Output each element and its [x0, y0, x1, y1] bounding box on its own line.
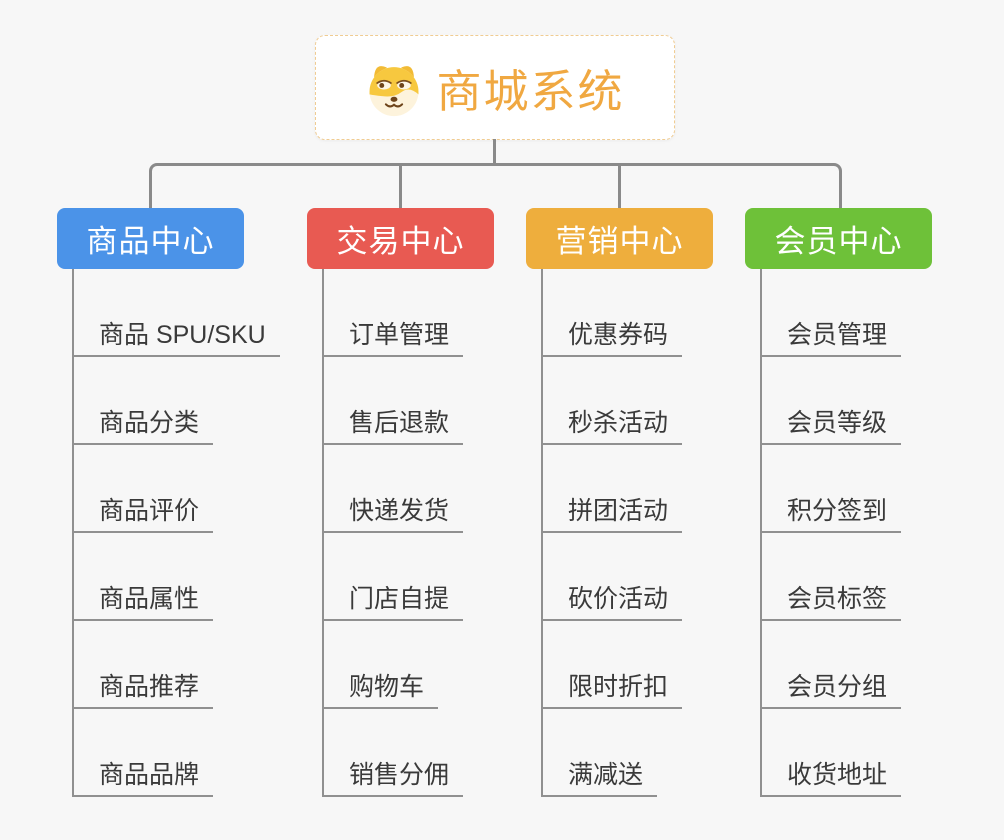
- branch-label: 交易中心: [336, 224, 465, 259]
- leaf-node[interactable]: 拼团活动: [541, 491, 683, 533]
- leaf-node[interactable]: 商品 SPU/SKU: [72, 315, 280, 357]
- branch-children: 优惠券码 秒杀活动 拼团活动 砍价活动 限时折扣 满减送: [541, 269, 776, 797]
- connector-bus-line: [149, 163, 842, 209]
- leaf-node[interactable]: 会员等级: [760, 403, 902, 445]
- branch-trunk-line: [760, 269, 762, 797]
- leaf-node[interactable]: 售后退款: [322, 403, 464, 445]
- branch-label: 营销中心: [555, 224, 684, 259]
- leaf-node[interactable]: 订单管理: [322, 315, 464, 357]
- leaf-node[interactable]: 积分签到: [760, 491, 902, 533]
- branch-label: 商品中心: [86, 224, 215, 259]
- leaf-node[interactable]: 快递发货: [322, 491, 464, 533]
- leaf-node[interactable]: 门店自提: [322, 579, 464, 621]
- leaf-node[interactable]: 秒杀活动: [541, 403, 683, 445]
- leaf-node[interactable]: 购物车: [322, 667, 439, 709]
- branch-column-marketing: 营销中心 优惠券码 秒杀活动 拼团活动 砍价活动 限时折扣 满减送: [526, 208, 776, 797]
- root-node[interactable]: 商城系统: [315, 35, 675, 140]
- leaf-node[interactable]: 商品品牌: [72, 755, 214, 797]
- branch-children: 商品 SPU/SKU 商品分类 商品评价 商品属性 商品推荐 商品品牌: [72, 269, 307, 797]
- leaf-node[interactable]: 会员管理: [760, 315, 902, 357]
- leaf-node[interactable]: 商品属性: [72, 579, 214, 621]
- leaf-node[interactable]: 优惠券码: [541, 315, 683, 357]
- leaf-node[interactable]: 会员标签: [760, 579, 902, 621]
- branch-trunk-line: [322, 269, 324, 797]
- branch-column-members: 会员中心 会员管理 会员等级 积分签到 会员标签 会员分组 收货地址: [745, 208, 995, 797]
- leaf-node[interactable]: 限时折扣: [541, 667, 683, 709]
- leaf-node[interactable]: 商品推荐: [72, 667, 214, 709]
- branch-trunk-line: [541, 269, 543, 797]
- branch-children: 订单管理 售后退款 快递发货 门店自提 购物车 销售分佣: [322, 269, 557, 797]
- leaf-node[interactable]: 销售分佣: [322, 755, 464, 797]
- branch-children: 会员管理 会员等级 积分签到 会员标签 会员分组 收货地址: [760, 269, 995, 797]
- leaf-node[interactable]: 砍价活动: [541, 579, 683, 621]
- leaf-node[interactable]: 收货地址: [760, 755, 902, 797]
- branch-node-trade[interactable]: 交易中心: [307, 208, 494, 269]
- connector-drop-trade: [399, 165, 402, 209]
- branch-column-products: 商品中心 商品 SPU/SKU 商品分类 商品评价 商品属性 商品推荐 商品品牌: [57, 208, 307, 797]
- root-title: 商城系统: [436, 66, 625, 117]
- leaf-node[interactable]: 商品分类: [72, 403, 214, 445]
- connector-root-drop: [493, 139, 496, 164]
- leaf-node[interactable]: 满减送: [541, 755, 658, 797]
- leaf-node[interactable]: 商品评价: [72, 491, 214, 533]
- doge-face-icon: [365, 59, 423, 117]
- branch-trunk-line: [72, 269, 74, 797]
- leaf-node[interactable]: 会员分组: [760, 667, 902, 709]
- branch-node-marketing[interactable]: 营销中心: [526, 208, 713, 269]
- branch-node-products[interactable]: 商品中心: [57, 208, 244, 269]
- branch-column-trade: 交易中心 订单管理 售后退款 快递发货 门店自提 购物车 销售分佣: [307, 208, 557, 797]
- connector-drop-marketing: [618, 165, 621, 209]
- branch-label: 会员中心: [774, 224, 903, 259]
- branch-node-members[interactable]: 会员中心: [745, 208, 932, 269]
